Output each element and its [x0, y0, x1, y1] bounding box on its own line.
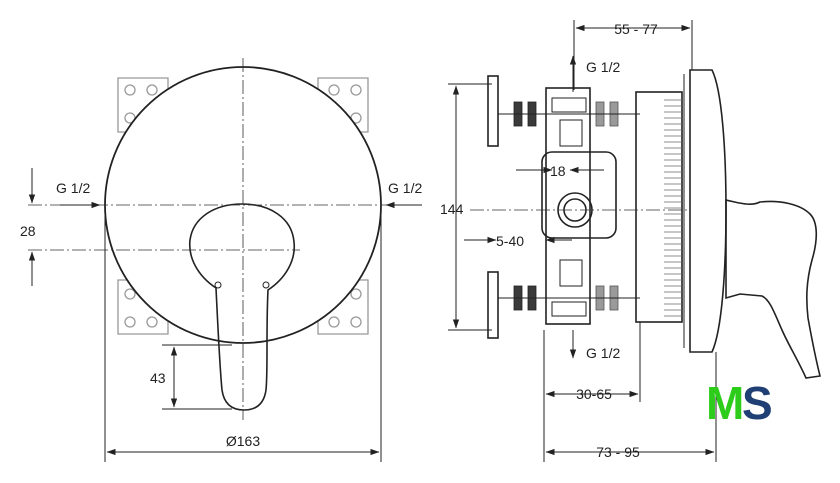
protective-sleeve	[635, 91, 683, 323]
top-inner-block	[559, 119, 583, 147]
label-dim-43: 43	[150, 370, 166, 386]
label-dim-144: 144	[440, 201, 464, 217]
lever-dot-right	[262, 281, 270, 289]
label-dim-28: 28	[20, 223, 36, 239]
top-port	[551, 97, 587, 113]
label-dim-5-40: 5-40	[496, 233, 524, 249]
bottom-port	[551, 301, 587, 317]
label-g-right: G 1/2	[388, 180, 422, 196]
cartridge-housing	[541, 151, 617, 239]
stop-valve-bottom	[498, 285, 640, 311]
label-dim-55-77: 55 - 77	[614, 21, 658, 37]
sleeve-threads	[664, 99, 682, 317]
front-view: G 1/2 G 1/2 28 43 Ø163	[20, 58, 422, 462]
logo-letter-s: S	[742, 377, 773, 429]
rear-plate-top	[487, 75, 499, 147]
label-dim-30-65: 30-65	[576, 386, 612, 402]
rear-plate-bottom	[487, 271, 499, 339]
lever-dot-left	[214, 281, 222, 289]
valve-body	[545, 87, 591, 325]
label-g-bottom: G 1/2	[586, 345, 620, 361]
side-view: 55 - 77 G 1/2 18 144 5-40 G 1/2 30-65 73…	[440, 20, 821, 462]
stop-valve-top	[498, 101, 640, 127]
lever-handle	[189, 203, 295, 411]
label-g-top: G 1/2	[586, 59, 620, 75]
label-dim-diameter: Ø163	[226, 433, 260, 449]
logo-letter-m: M	[706, 377, 744, 429]
label-dim-18: 18	[550, 163, 566, 179]
handle-side	[725, 198, 821, 379]
bottom-inner-block	[559, 259, 583, 287]
ms-logo: M S	[706, 378, 786, 428]
cover-plate-side	[689, 69, 727, 353]
label-dim-73-95: 73 - 95	[596, 444, 640, 460]
label-g-left: G 1/2	[56, 180, 90, 196]
